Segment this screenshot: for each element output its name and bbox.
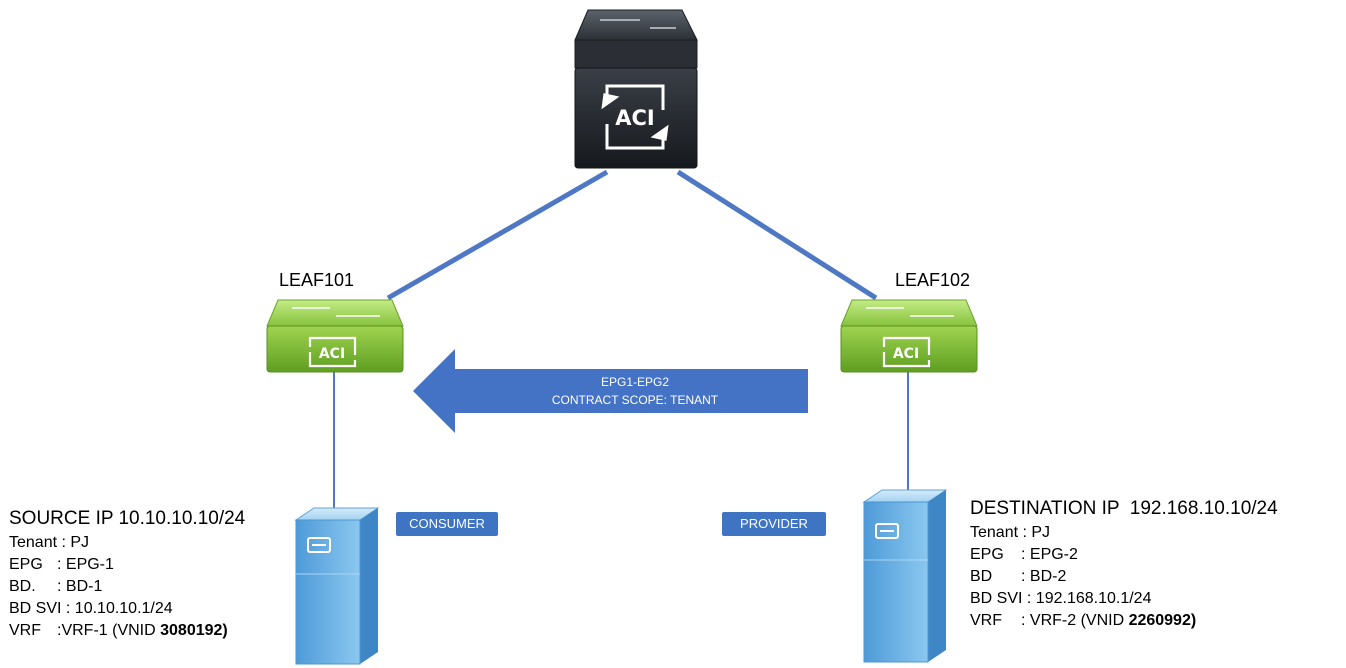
source-epg-key: EPG	[9, 556, 43, 573]
destination-epg-value: : EPG-2	[1021, 546, 1078, 563]
spine-leaf101-link	[386, 169, 609, 301]
source-vnid: 3080192	[160, 622, 223, 639]
contract-scope: CONTRACT SCOPE: TENANT	[551, 393, 719, 407]
destination-vrf-close: )	[1190, 612, 1197, 629]
source-bd-key: BD.	[9, 578, 36, 595]
contract-name: EPG1-EPG2	[600, 375, 670, 389]
destination-svi: BD SVI : 192.168.10.1/24	[970, 590, 1152, 607]
destination-vrf-key: VRF	[970, 612, 1002, 629]
destination-vrf-row: VRF : VRF-2 (VNID 2260992 )	[970, 610, 1278, 632]
source-info: SOURCE IP 10.10.10.10/24 Tenant : PJ EPG…	[9, 506, 245, 642]
destination-vrf-value: : VRF-2 (VNID	[1021, 612, 1129, 629]
spine-logo-text: ACI	[615, 106, 654, 130]
source-svi: BD SVI : 10.10.10.1/24	[9, 600, 173, 617]
source-tenant: Tenant : PJ	[9, 534, 90, 551]
leaf102-label: LEAF102	[895, 270, 971, 290]
spine-switch-icon: ACI	[574, 9, 698, 169]
source-vrf-row: VRF :VRF-1 (VNID 3080192 )	[9, 620, 245, 642]
source-bd-value: : BD-1	[57, 578, 103, 595]
destination-bd-row: BD : BD-2	[970, 566, 1278, 588]
source-server-icon	[294, 507, 380, 665]
contract-arrow-label: EPG1-EPG2 CONTRACT SCOPE: TENANT	[470, 373, 800, 409]
source-epg-row: EPG : EPG-1	[9, 554, 245, 576]
destination-server-icon	[862, 489, 948, 663]
destination-epg-key: EPG	[970, 546, 1004, 563]
source-ip-title: SOURCE IP 10.10.10.10/24	[9, 508, 246, 529]
destination-tenant: Tenant : PJ	[970, 524, 1051, 541]
provider-badge: PROVIDER	[722, 512, 826, 536]
leaf101-logo-text: ACI	[319, 346, 345, 362]
spine-leaf102-link	[676, 169, 878, 301]
source-vrf-key: VRF	[9, 622, 41, 639]
destination-epg-row: EPG : EPG-2	[970, 544, 1278, 566]
leaf101-switch-icon: ACI	[266, 299, 404, 373]
destination-info: DESTINATION IP 192.168.10.10/24 Tenant :…	[970, 496, 1278, 632]
leaf101-label: LEAF101	[279, 270, 355, 290]
leaf102-logo-text: ACI	[893, 346, 919, 362]
consumer-badge: CONSUMER	[396, 512, 498, 536]
contract-arrow	[413, 349, 808, 433]
source-bd-row: BD. : BD-1	[9, 576, 245, 598]
destination-bd-value: : BD-2	[1021, 568, 1067, 585]
destination-vnid: 2260992	[1128, 612, 1191, 629]
source-vrf-close: )	[222, 622, 228, 639]
source-vrf-value: :VRF-1 (VNID	[57, 622, 161, 639]
aci-logo-icon: ACI	[601, 84, 669, 150]
destination-ip-title: DESTINATION IP 192.168.10.10/24	[970, 498, 1278, 519]
source-epg-value: : EPG-1	[57, 556, 114, 573]
leaf102-switch-icon: ACI	[840, 299, 978, 373]
destination-bd-key: BD	[970, 568, 993, 585]
